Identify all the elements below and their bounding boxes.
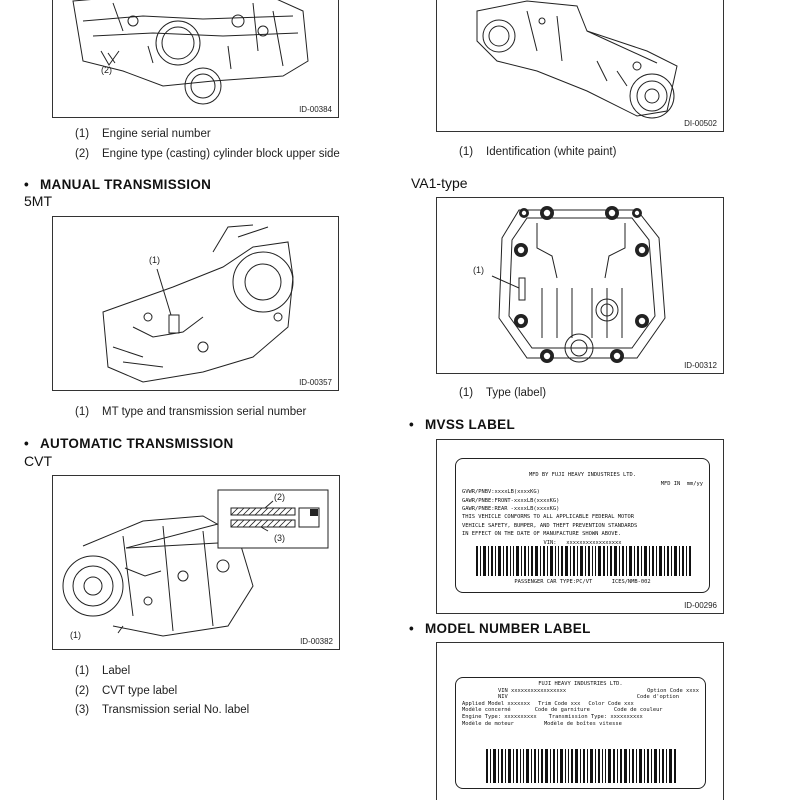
automatic-transmission-legend: (1)Label (2)CVT type label (3)Transmissi… (75, 662, 249, 721)
model-number-label-figure: FUJI HEAVY INDUSTRIES LTD. VIN xxxxxxxxx… (436, 642, 724, 800)
manual-transmission-legend: (1)MT type and transmission serial numbe… (75, 403, 306, 423)
legend-text: Label (102, 665, 131, 677)
legend-text: Identification (white paint) (486, 146, 617, 158)
model-line: NIV (498, 694, 508, 701)
mvss-line: GVWR/PNBV:xxxxLB(xxxxKG) (462, 489, 540, 496)
cvt-figure-id: ID-00382 (300, 637, 333, 646)
mvss-line: THIS VEHICLE CONFORMS TO ALL APPLICABLE … (462, 514, 635, 521)
manual-transmission-subheading: 5MT (24, 193, 52, 209)
model-line: Code de couleur (613, 707, 663, 714)
rear-differential-legend: (1)Identification (white paint) (459, 143, 616, 163)
automatic-transmission-heading: •AUTOMATIC TRANSMISSION (24, 436, 234, 451)
va1-callout-1: (1) (473, 265, 484, 275)
model-number-label-card: FUJI HEAVY INDUSTRIES LTD. VIN xxxxxxxxx… (455, 677, 706, 789)
mvss-line: GAWR/PNBE:FRONT-xxxxLB(xxxxKG) (462, 497, 560, 504)
va1-figure-id: ID-00312 (684, 361, 717, 370)
mvss-line: VIN: xxxxxxxxxxxxxxxxx (543, 539, 622, 546)
va1-figure: (1) ID-00312 (436, 197, 724, 374)
mvss-label-heading: •MVSS LABEL (409, 417, 516, 432)
legend-text: Transmission serial No. label (102, 704, 250, 716)
engine-legend: (1)Engine serial number (2)Engine type (… (75, 125, 340, 164)
mvss-label-figure: MFD BY FUJI HEAVY INDUSTRIES LTD. MFD IN … (436, 439, 724, 614)
model-line: Modèle de moteur (462, 720, 514, 727)
mvss-line: VEHICLE SAFETY, BUMPER, AND THEFT PREVEN… (462, 522, 638, 529)
cvt-callout-3: (3) (274, 533, 285, 543)
manual-transmission-figure: (1) ID-00357 (52, 216, 339, 391)
mvss-line: IN EFFECT ON THE DATE OF MANUFACTURE SHO… (462, 531, 622, 538)
mvss-figure-id: ID-00296 (684, 601, 717, 610)
mvss-line: GAWR/PNBE:REAR -xxxxLB(xxxxKG) (462, 506, 560, 513)
model-line: Transmission Type: xxxxxxxxxx (548, 713, 643, 720)
rear-differential-illustration (476, 0, 678, 119)
model-line: Color Code xxx (588, 700, 634, 707)
model-line: FUJI HEAVY INDUSTRIES LTD. (538, 681, 623, 687)
engine-callout-2: (2) (101, 65, 112, 75)
mvss-line: MFD BY FUJI HEAVY INDUSTRIES LTD. (528, 472, 637, 479)
rear-differential-figure: DI-00502 (436, 0, 724, 132)
cvt-figure: (2) (3) (1) ID-00382 (52, 475, 340, 650)
manual-transmission-heading: •MANUAL TRANSMISSION (24, 177, 212, 192)
model-line: Code de garniture (534, 707, 590, 714)
model-line: Engine Type: xxxxxxxxxx (462, 713, 537, 720)
mvss-barcode (476, 546, 691, 576)
engine-figure: (2) ID-00384 (52, 0, 339, 118)
cvt-label-detail (217, 489, 329, 549)
mvss-footer-line: PASSENGER CAR TYPE:PC/VT ICES/NMB-002 (514, 579, 651, 585)
model-line: Modèle concerné (462, 707, 511, 714)
legend-text: MT type and transmission serial number (102, 406, 307, 418)
engine-illustration: (2) (72, 0, 309, 105)
model-line: Code d'option (636, 694, 679, 701)
cvt-callout-2: (2) (274, 492, 285, 502)
model-line: Option Code xxxx (647, 687, 699, 694)
rear-differential-figure-id: DI-00502 (684, 119, 717, 128)
model-number-barcode (486, 749, 676, 783)
automatic-transmission-subheading: CVT (24, 453, 52, 469)
va1-illustration: (1) (473, 206, 666, 363)
manual-transmission-callout-1: (1) (149, 255, 160, 265)
cvt-callout-1: (1) (70, 630, 81, 640)
model-line: VIN xxxxxxxxxxxxxxxxx (498, 687, 567, 694)
legend-text: Type (label) (486, 387, 547, 399)
model-line: Trim Code xxx (538, 700, 581, 707)
legend-text: Engine type (casting) cylinder block upp… (102, 147, 340, 160)
legend-text: CVT type label (102, 684, 178, 697)
va1-legend: (1)Type (label) (459, 384, 546, 404)
engine-figure-id: ID-00384 (299, 105, 332, 114)
legend-text: Engine serial number (102, 128, 211, 140)
mvss-label-card: MFD BY FUJI HEAVY INDUSTRIES LTD. MFD IN … (455, 458, 710, 593)
manual-transmission-figure-id: ID-00357 (299, 378, 332, 387)
cvt-illustration: (2) (3) (1) (62, 489, 329, 640)
model-line: Modèle de boîtes vitesse (543, 720, 622, 727)
model-number-label-heading: •MODEL NUMBER LABEL (409, 621, 591, 636)
manual-transmission-illustration: (1) (102, 224, 294, 383)
mvss-line: MFD IN mm/yy (660, 480, 703, 487)
va1-subheading: VA1-type (411, 175, 468, 191)
model-line: Applied Model xxxxxxx (462, 700, 531, 707)
